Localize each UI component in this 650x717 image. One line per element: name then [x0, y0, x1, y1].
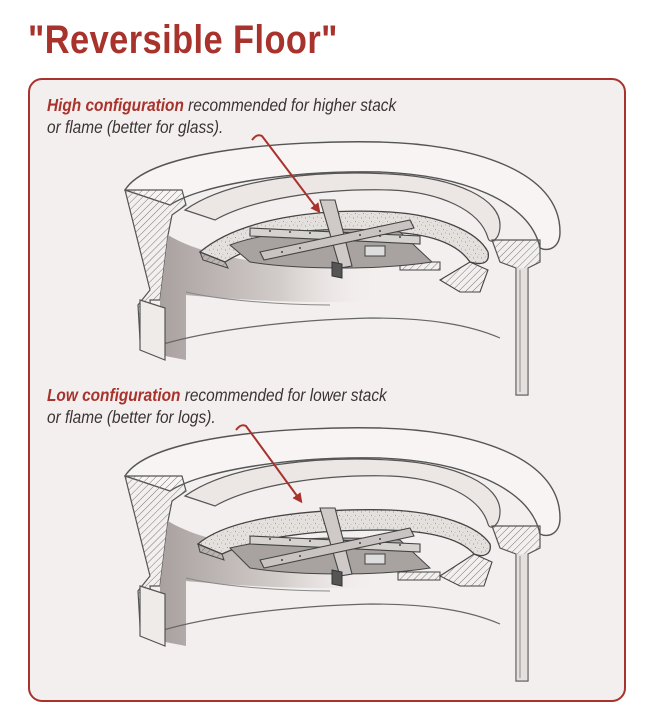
high-configuration-text-line1: recommended for higher stack	[183, 95, 397, 115]
low-configuration-text-line1: recommended for lower stack	[180, 385, 387, 405]
low-configuration-arrow	[235, 424, 303, 504]
low-configuration-caption: Low configuration recommended for lower …	[47, 384, 387, 428]
low-configuration-text-line2: or flame (better for logs).	[47, 407, 216, 427]
high-configuration-illustration	[124, 141, 561, 396]
high-configuration-arrow	[251, 134, 321, 214]
low-configuration-label: Low configuration	[47, 385, 181, 405]
page-title: "Reversible Floor"	[28, 18, 338, 62]
high-configuration-caption: High configuration recommended for highe…	[47, 94, 396, 138]
high-configuration-label: High configuration	[47, 95, 184, 115]
high-configuration-text-line2: or flame (better for glass).	[47, 117, 224, 137]
low-configuration-illustration	[124, 427, 561, 682]
